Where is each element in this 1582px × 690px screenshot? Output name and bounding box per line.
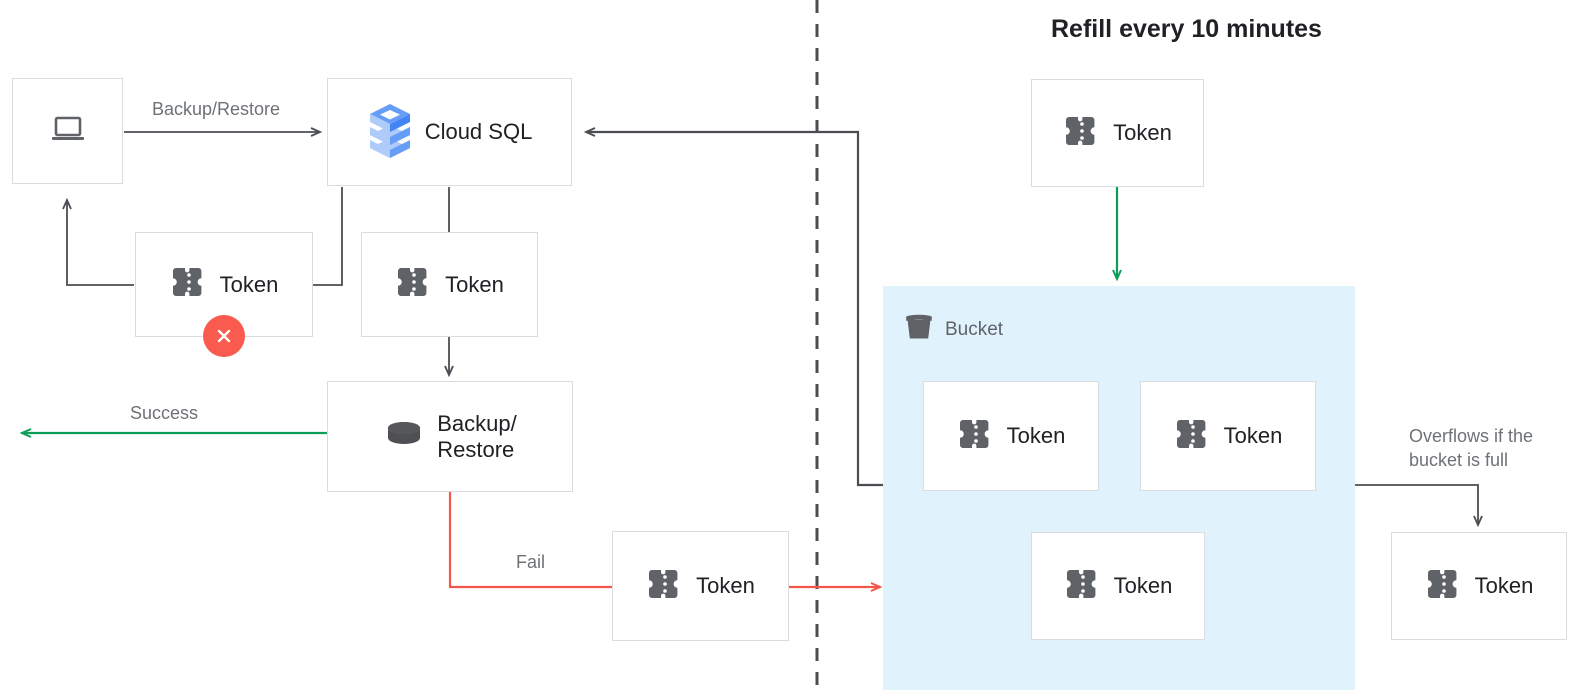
node-label-token-consumed: Token	[445, 271, 504, 297]
close-icon	[214, 326, 234, 346]
edge-bucket-overflow	[1355, 484, 1478, 525]
node-backup-restore[interactable]: Backup/ Restore	[327, 381, 573, 492]
edge-label-backup-restore: Backup/Restore	[152, 99, 281, 119]
database-icon	[383, 419, 425, 454]
edge-label-fail: Fail	[516, 552, 546, 572]
node-token-bucket-3[interactable]: Token	[1031, 532, 1205, 640]
node-token-consumed[interactable]: Token	[361, 232, 538, 337]
edge-cloudsql-to-token-rejected	[313, 187, 343, 286]
node-token-fail[interactable]: Token	[612, 531, 789, 641]
node-label-token-bucket-3: Token	[1113, 573, 1173, 599]
token-icon	[1063, 116, 1101, 151]
token-icon	[395, 267, 433, 302]
bucket-title: Bucket	[945, 318, 1004, 340]
laptop-icon	[49, 114, 87, 149]
token-icon	[1425, 569, 1463, 604]
edge-token-rejected-to-client	[67, 200, 134, 286]
node-client[interactable]	[12, 78, 123, 184]
token-icon	[646, 569, 684, 604]
node-token-bucket-1[interactable]: Token	[923, 381, 1099, 491]
edge-bucket-to-cloudsql	[586, 132, 883, 487]
node-cloud-sql[interactable]: Cloud SQL	[327, 78, 572, 186]
node-label-token-bucket-1: Token	[1006, 423, 1066, 449]
token-icon	[957, 419, 995, 454]
node-label-token-bucket-2: Token	[1223, 423, 1283, 449]
node-token-refill[interactable]: Token	[1031, 79, 1204, 187]
status-badge-error	[203, 315, 245, 357]
page-title: Refill every 10 minutes	[1051, 15, 1322, 43]
token-icon	[1174, 419, 1212, 454]
token-icon	[170, 267, 208, 302]
token-icon	[1064, 569, 1102, 604]
bucket-icon	[903, 312, 935, 347]
node-label-token-fail: Token	[696, 573, 755, 599]
node-label-backup-restore: Backup/ Restore	[437, 411, 517, 462]
node-label-token-rejected: Token	[219, 271, 279, 297]
node-label-token-overflow: Token	[1474, 573, 1534, 599]
edge-label-overflow: Overflows if the bucket is full	[1409, 426, 1534, 471]
cloud-sql-icon	[367, 102, 413, 163]
node-label-token-refill: Token	[1113, 120, 1172, 146]
edge-label-success: Success	[130, 403, 199, 423]
bucket-header: Bucket	[903, 312, 1003, 347]
node-token-bucket-2[interactable]: Token	[1140, 381, 1316, 491]
node-token-overflow[interactable]: Token	[1391, 532, 1567, 640]
node-label-cloud-sql: Cloud SQL	[424, 119, 533, 145]
